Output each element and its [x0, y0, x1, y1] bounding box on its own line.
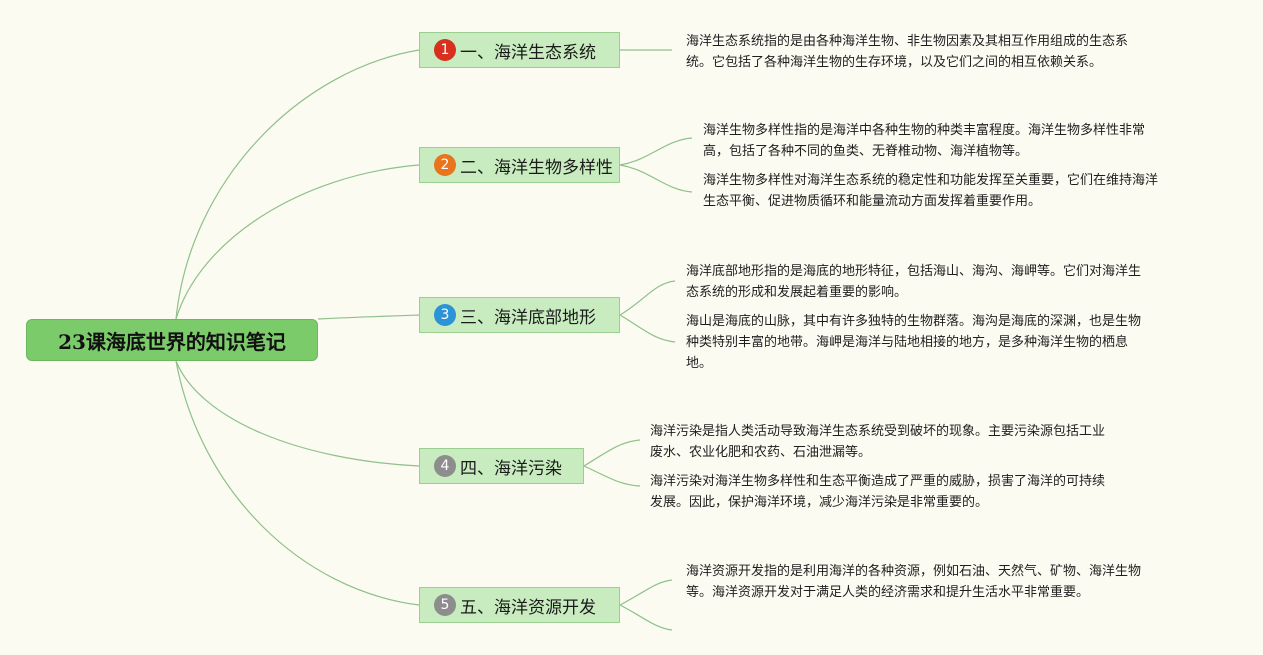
topic-marine-biodiversity[interactable]: 2 二、海洋生物多样性 [419, 147, 620, 183]
topic-label: 一、海洋生态系统 [460, 42, 596, 63]
number-badge-icon: 2 [434, 154, 456, 176]
topic-marine-ecosystem[interactable]: 1 一、海洋生态系统 [419, 32, 620, 68]
topic-seafloor-terrain[interactable]: 3 三、海洋底部地形 [419, 297, 620, 333]
note-pollution-definition: 海洋污染是指人类活动导致海洋生态系统受到破坏的现象。主要污染源包括工业 废水、农… [650, 424, 1106, 460]
topic-marine-pollution[interactable]: 4 四、海洋污染 [419, 448, 584, 484]
connector-root-topic-5 [175, 360, 420, 606]
note-biodiversity-importance: 海洋生物多样性对海洋生态系统的稳定性和功能发挥至关重要，它们在维持海洋 生态平衡… [703, 173, 1159, 209]
connector-topic-3-note-1 [619, 280, 676, 316]
connector-topic-4-note-2 [583, 465, 641, 487]
topic-label: 四、海洋污染 [460, 458, 562, 479]
number-badge-icon: 4 [434, 455, 456, 477]
topic-label: 五、海洋资源开发 [460, 597, 596, 618]
root-topic[interactable]: 23课海底世界的知识笔记 [26, 319, 318, 361]
connector-root-topic-3 [317, 314, 420, 320]
number-badge-icon: 3 [434, 304, 456, 326]
note-terrain-definition: 海洋底部地形指的是海底的地形特征，包括海山、海沟、海岬等。它们对海洋生 态系统的… [686, 264, 1142, 300]
note-pollution-impact: 海洋污染对海洋生物多样性和生态平衡造成了严重的威胁，损害了海洋的可持续 发展。因… [650, 474, 1106, 510]
number-badge-icon: 1 [434, 39, 456, 61]
note-terrain-features: 海山是海底的山脉，其中有许多独特的生物群落。海沟是海底的深渊，也是生物 种类特别… [686, 314, 1142, 371]
connector-root-topic-2 [175, 164, 420, 320]
connector-topic-4-note-1 [583, 439, 641, 467]
note-biodiversity-definition: 海洋生物多样性指的是海洋中各种生物的种类丰富程度。海洋生物多样性非常 高，包括了… [703, 123, 1146, 159]
note-resources-definition: 海洋资源开发指的是利用海洋的各种资源，例如石油、天然气、矿物、海洋生物 等。海洋… [686, 564, 1142, 600]
connector-root-topic-1 [175, 49, 420, 320]
connector-topic-3-note-2 [619, 314, 676, 343]
topic-marine-resources[interactable]: 5 五、海洋资源开发 [419, 587, 620, 623]
connector-topic-2-note-2 [619, 164, 693, 193]
note-ecosystem-definition: 海洋生态系统指的是由各种海洋生物、非生物因素及其相互作用组成的生态系 统。它包括… [686, 34, 1129, 70]
topic-label: 三、海洋底部地形 [460, 307, 596, 328]
connector-topic-5-note-2 [619, 604, 673, 631]
topic-label: 二、海洋生物多样性 [460, 157, 613, 178]
connector-topic-2-note-1 [619, 137, 693, 166]
root-topic-label: 23课海底世界的知识笔记 [58, 329, 286, 354]
connector-root-topic-4 [175, 360, 420, 467]
number-badge-icon: 5 [434, 594, 456, 616]
connector-topic-5-note-1 [619, 579, 673, 606]
